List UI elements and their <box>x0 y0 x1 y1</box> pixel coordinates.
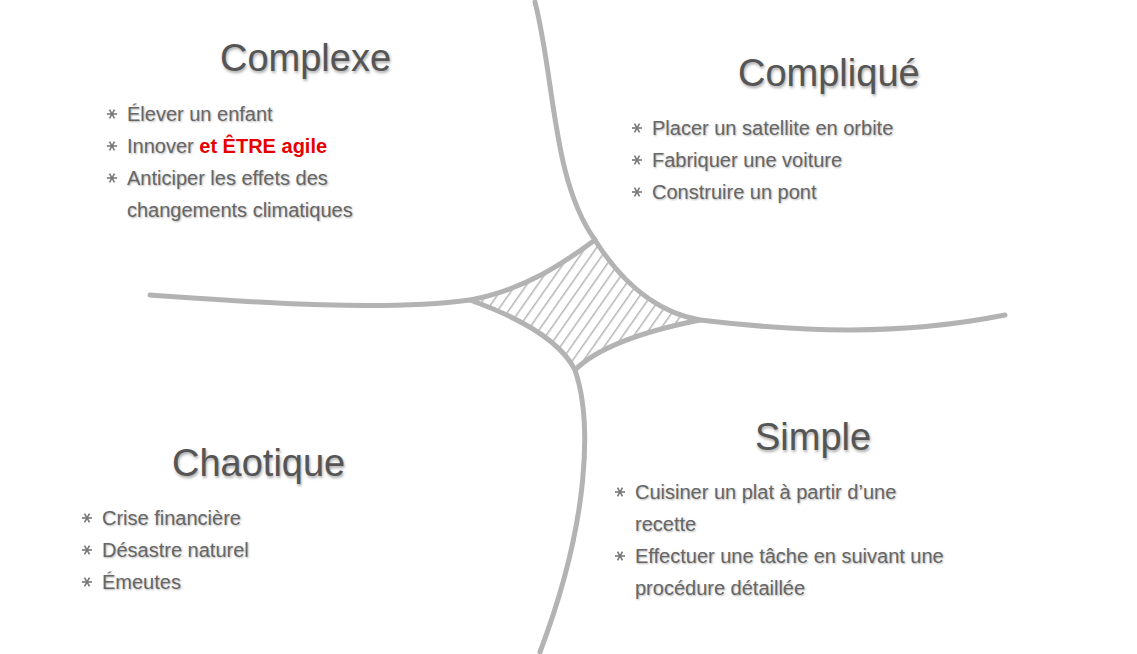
bullet-row: Émeutes <box>80 566 406 598</box>
asterisk-bullet <box>80 502 102 532</box>
asterisk-bullet <box>105 130 127 160</box>
bullet-text-block: Élever un enfant <box>127 98 427 130</box>
bullet-text-block: Construire un pont <box>652 176 982 208</box>
domain-heading: Compliqué <box>738 51 986 95</box>
domain-heading: Chaotique <box>172 441 406 485</box>
asterisk-bullet <box>630 144 652 174</box>
bullet-text-block: Émeutes <box>102 566 402 598</box>
asterisk-bullet <box>80 566 102 596</box>
bullet-text-block: Crise financière <box>102 502 402 534</box>
bullet-text: Effectuer une tâche en suivant une procé… <box>635 545 944 599</box>
bullet-text: Élever un enfant <box>127 103 273 125</box>
bullet-text-block: Effectuer une tâche en suivant une procé… <box>635 540 953 604</box>
asterisk-bullet <box>80 534 102 564</box>
bullet-text-block: Cuisiner un plat à partir d’une recette <box>635 476 953 540</box>
domain-heading: Complexe <box>220 36 431 80</box>
cynefin-domain: SimpleCuisiner un plat à partir d’une re… <box>613 415 957 608</box>
bullet-text-block: Anticiper les effets des changements cli… <box>127 162 427 226</box>
cynefin-domain: ChaotiqueCrise financièreDésastre nature… <box>80 441 406 602</box>
domain-borders <box>150 2 1005 652</box>
bullet-row: Fabriquer une voiture <box>630 144 986 176</box>
bullet-text: Fabriquer une voiture <box>652 149 842 171</box>
bullet-text: Émeutes <box>102 571 181 593</box>
cynefin-domain: ComplexeÉlever un enfantInnover et ÊTRE … <box>105 36 431 230</box>
bullet-row: Effectuer une tâche en suivant une procé… <box>613 540 957 604</box>
asterisk-bullet <box>105 98 127 128</box>
bullet-row: Placer un satellite en orbite <box>630 112 986 144</box>
bullet-text-block: Fabriquer une voiture <box>652 144 982 176</box>
bullet-row: Construire un pont <box>630 176 986 208</box>
bullet-row: Élever un enfant <box>105 98 431 130</box>
bullet-row: Crise financière <box>80 502 406 534</box>
annotation-text: et ÊTRE agile <box>194 135 327 157</box>
bullet-row: Cuisiner un plat à partir d’une recette <box>613 476 957 540</box>
bullet-text: Placer un satellite en orbite <box>652 117 893 139</box>
asterisk-bullet <box>105 162 127 192</box>
asterisk-bullet <box>613 540 635 570</box>
bullet-text: Anticiper les effets des changements cli… <box>127 167 353 221</box>
bullet-text-block: Désastre naturel <box>102 534 402 566</box>
bullet-text-block: Innover et ÊTRE agile <box>127 130 427 162</box>
bullet-text: Innover <box>127 135 194 157</box>
asterisk-bullet <box>630 176 652 206</box>
bullet-text: Cuisiner un plat à partir d’une recette <box>635 481 896 535</box>
bullet-text: Crise financière <box>102 507 241 529</box>
bullet-row: Désastre naturel <box>80 534 406 566</box>
bullet-text: Désastre naturel <box>102 539 249 561</box>
bullet-text: Construire un pont <box>652 181 817 203</box>
domain-heading: Simple <box>755 415 957 459</box>
bullet-text-block: Placer un satellite en orbite <box>652 112 982 144</box>
center-hatch <box>470 240 700 370</box>
cynefin-domain: CompliquéPlacer un satellite en orbiteFa… <box>630 51 986 212</box>
bullet-row: Innover et ÊTRE agile <box>105 130 431 162</box>
asterisk-bullet <box>630 112 652 142</box>
asterisk-bullet <box>613 476 635 506</box>
bullet-row: Anticiper les effets des changements cli… <box>105 162 431 226</box>
